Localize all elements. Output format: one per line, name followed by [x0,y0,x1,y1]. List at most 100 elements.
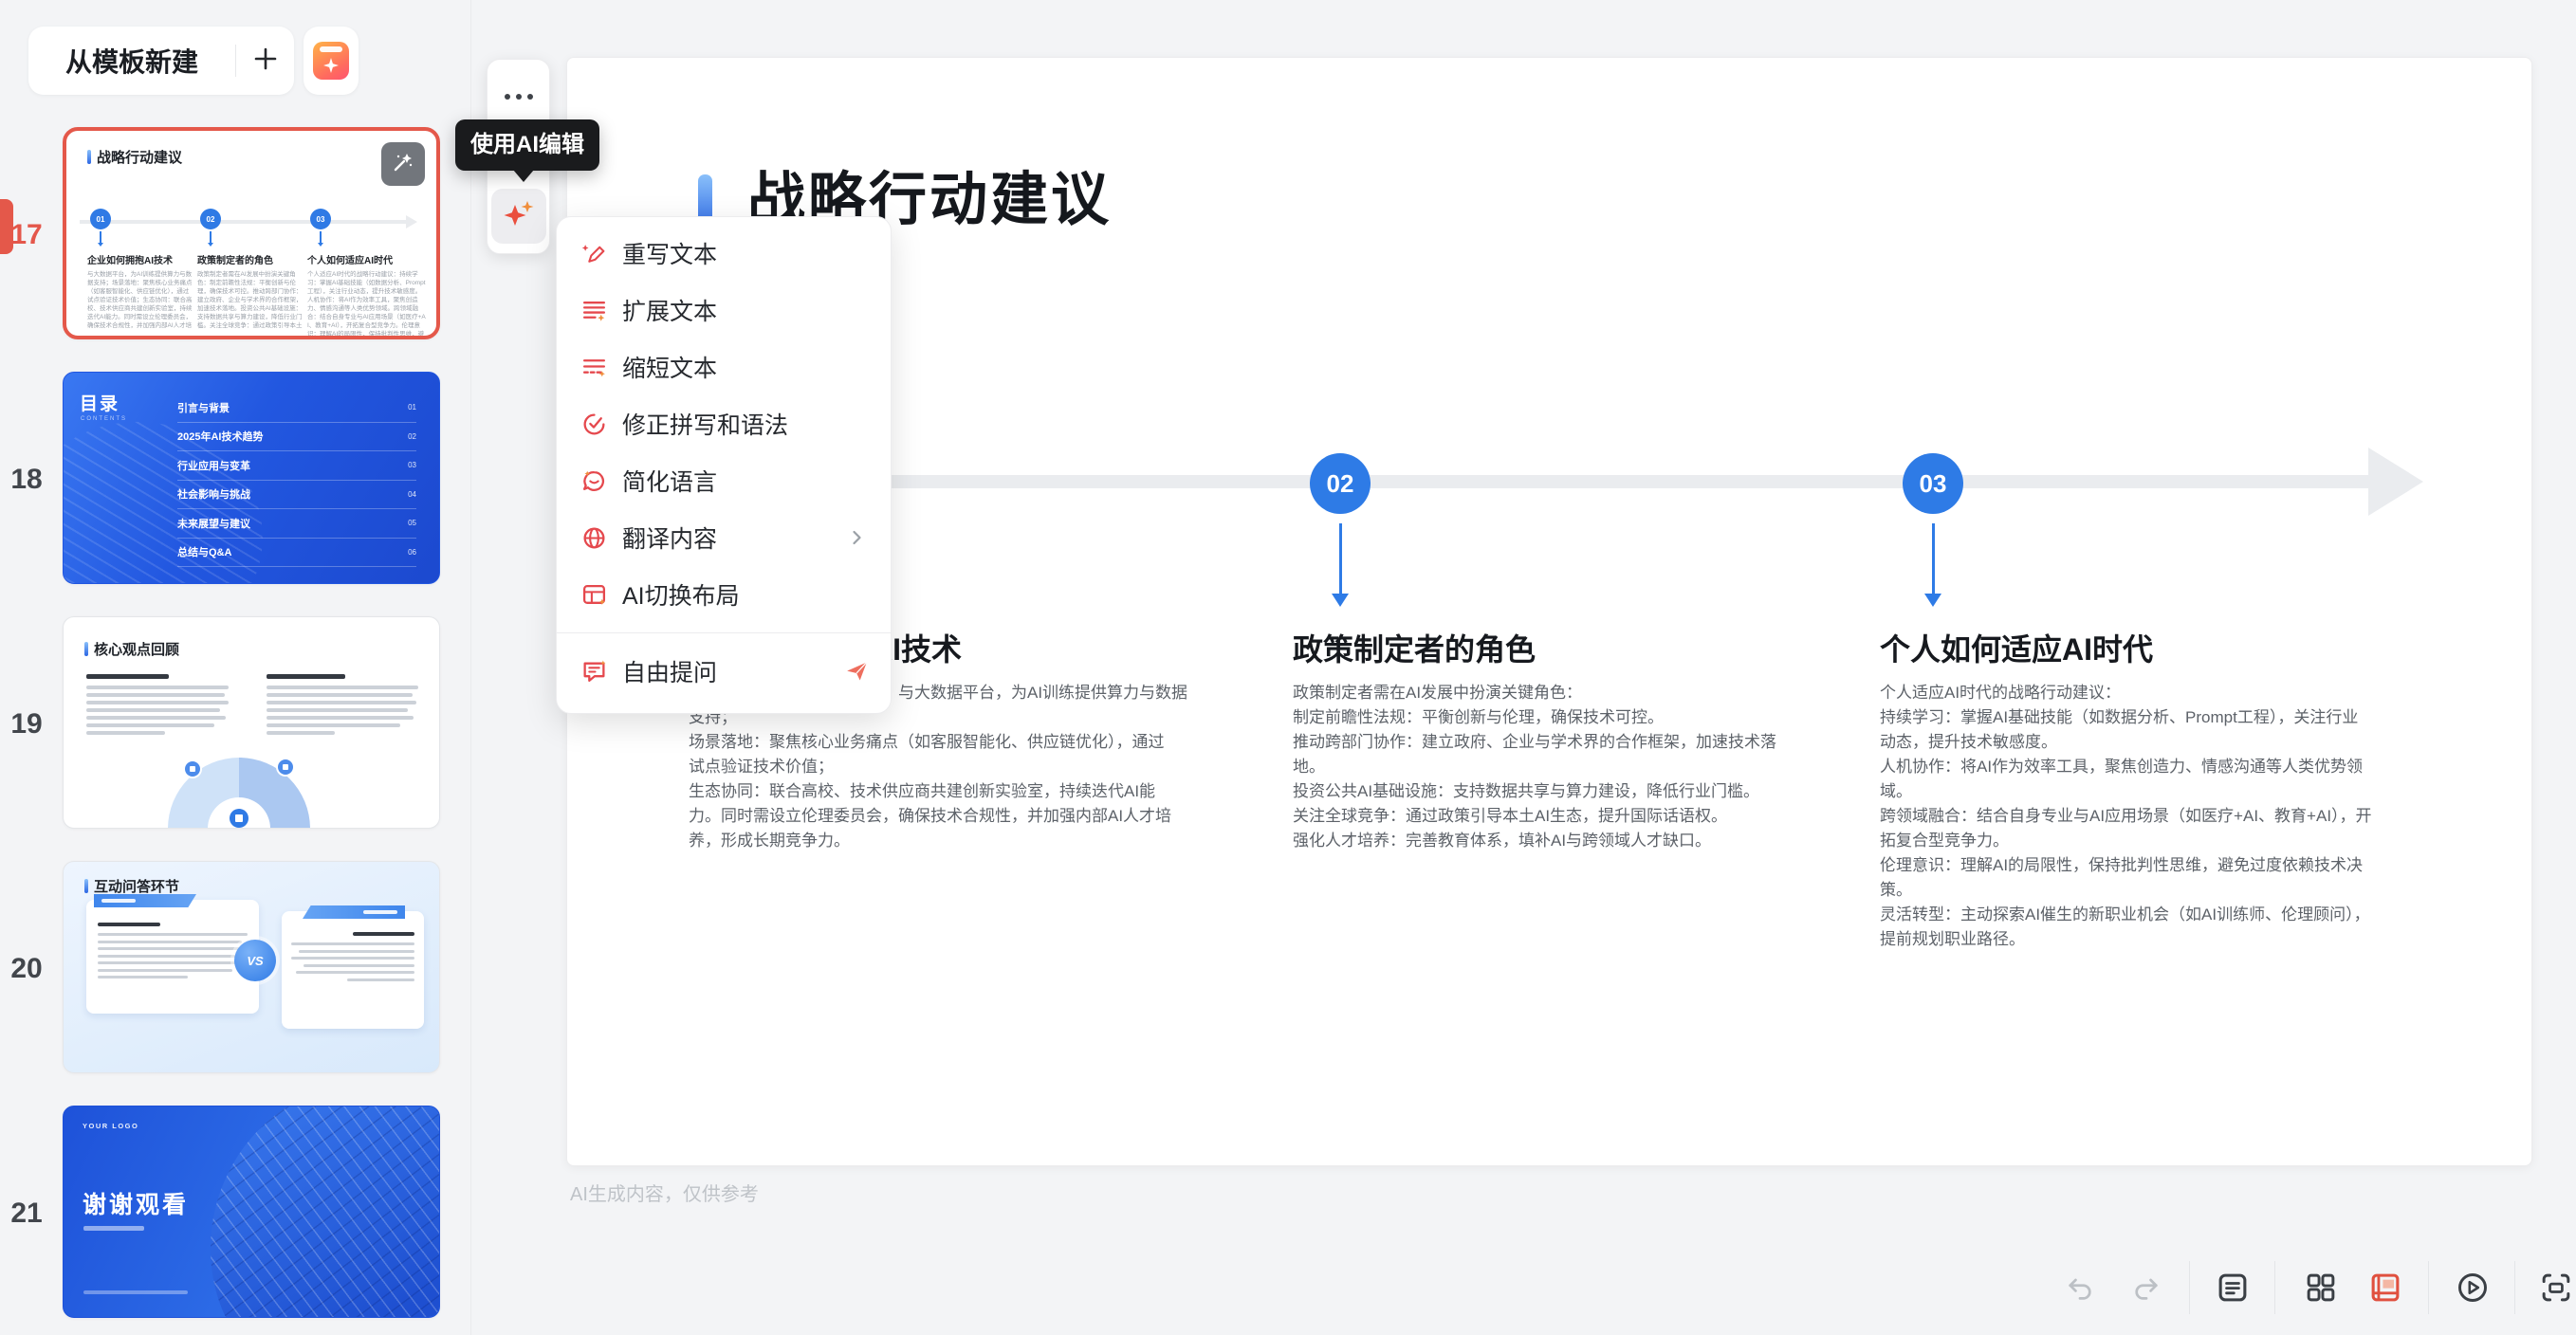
thumb-ai-edit-button[interactable] [381,142,425,186]
undo-button[interactable] [2063,1271,2097,1305]
magic-template-icon [313,42,349,80]
fullscreen-button[interactable] [2539,1271,2573,1305]
mini-title-bar [87,150,91,164]
chevron-right-icon [844,528,870,547]
column-body-2[interactable]: 政策制定者需在AI发展中扮演关键角色： 制定前瞻性法规：平衡创新与伦理，确保技术… [1293,681,1776,853]
ai-edit-tooltip: 使用AI编辑 [455,119,599,171]
undo-icon [2065,1272,2095,1303]
slide-thumbnail-18[interactable]: 目录 CONTENTS 引言与背景01 2025年AI技术趋势02 行业应用与变… [63,372,440,584]
down-arrow-head [1332,594,1349,607]
mini-tick-arrow [208,243,213,247]
reader-view-button[interactable] [2368,1271,2402,1305]
slide-number-19: 19 [2,708,51,741]
mini-text-block [86,674,229,739]
vs-badge: VS [234,940,276,981]
toc-subtitle: CONTENTS [81,416,127,422]
more-options-button[interactable] [491,69,546,124]
menu-item-free-ask[interactable]: 自由提问 [557,643,891,700]
menu-item-expand-text[interactable]: 扩展文本 [557,282,891,338]
mini-timeline [80,220,406,224]
mini-column-1: 企业如何拥抱AI技术 与大数据平台，为AI训练提供算力与数据支持；场景落地：聚焦… [87,252,193,330]
mini-step-dot: 03 [310,209,331,229]
menu-item-translate[interactable]: 翻译内容 [557,509,891,566]
menu-item-ai-layout[interactable]: AI切换布局 [557,566,891,623]
new-from-template-button[interactable]: 从模板新建 [28,42,235,80]
notes-icon [2216,1271,2250,1305]
mini-tick-arrow [318,243,323,247]
slide-number-21: 21 [2,1198,51,1230]
menu-item-fix-grammar[interactable]: 修正拼写和语法 [557,395,891,452]
mini-timeline-arrow [406,215,417,229]
translate-icon [581,525,607,551]
add-slide-button[interactable] [236,27,294,95]
grid-view-button[interactable] [2304,1271,2338,1305]
paper-plane-icon[interactable] [844,655,870,687]
mini-tick-arrow [98,243,103,247]
toc-item: 引言与背景01 [177,393,416,423]
grid-view-icon [2304,1271,2338,1305]
redo-icon [2131,1272,2162,1303]
mini-card-right [282,911,424,1029]
ai-layout-icon [581,582,607,608]
toc-item: 行业应用与变革03 [177,451,416,481]
ai-sparkle-icon [500,195,538,238]
mini-card-tag [94,894,196,907]
mini-logo: YOUR LOGO [83,1122,138,1130]
column-body-3[interactable]: 个人适应AI时代的战略行动建议： 持续学习：掌握AI基础技能（如数据分析、Pro… [1880,681,2372,952]
redo-button[interactable] [2129,1271,2163,1305]
mini-card-left [86,900,259,1014]
slide-thumbnail-21[interactable]: YOUR LOGO 谢谢观看 [63,1106,440,1318]
ai-template-button[interactable] [304,27,359,95]
slide-thumbnail-17[interactable]: 战略行动建议 01 02 03 企业如何拥抱AI技术 与大数据平台，为AI训练提… [63,127,440,339]
notes-button[interactable] [2216,1271,2250,1305]
toc-list: 引言与背景01 2025年AI技术趋势02 行业应用与变革03 社会影响与挑战0… [177,393,416,567]
mini-chart-center [230,809,248,828]
slide-number-20: 20 [2,953,51,985]
toolbar-divider [2428,1261,2429,1314]
mini-subtitle-bar [83,1226,144,1231]
sidebar-divider [470,0,471,1335]
reader-view-icon [2368,1271,2402,1305]
ai-edit-button[interactable] [491,189,546,244]
menu-item-simplify[interactable]: 简化语言 [557,452,891,509]
step-circle-02: 02 [1310,453,1371,514]
down-arrow-head [1924,594,1941,607]
menu-divider [557,632,891,633]
play-button[interactable] [2456,1271,2490,1305]
toolbar-divider [2274,1261,2275,1314]
magic-wand-icon [391,150,415,179]
mini-slide-title: 核心观点回顾 [94,639,179,659]
menu-item-rewrite[interactable]: 重写文本 [557,225,891,282]
step-circle-03: 03 [1903,453,1963,514]
mini-slide-title: 战略行动建议 [97,147,182,167]
mini-card-tag [303,905,405,919]
play-icon [2456,1271,2490,1305]
ai-generated-note: AI生成内容，仅供参考 [570,1179,759,1206]
mini-slide-title: 互动问答环节 [94,876,179,896]
fullscreen-icon [2539,1271,2573,1305]
mini-slide-title: 谢谢观看 [83,1186,189,1220]
menu-item-shorten-text[interactable]: 缩短文本 [557,338,891,395]
toolbar-divider [2514,1261,2515,1314]
down-arrow [1339,523,1342,594]
mini-column-2: 政策制定者的角色 政策制定者需在AI发展中扮演关键角色：制定前瞻性法规：平衡创新… [197,252,304,330]
mini-chart-node [278,759,293,775]
mini-title-bar [84,642,88,656]
mini-footer-bar [83,1290,188,1294]
ai-edit-menu: 重写文本 扩展文本 缩短文本 修正拼写和语法 简化语言 翻译内容 AI切换布局 [556,216,892,714]
slide-thumbnail-19[interactable]: 核心观点回顾 [63,616,440,829]
toc-title: 目录 [80,390,120,415]
column-heading-2[interactable]: 政策制定者的角色 [1293,626,1536,669]
building-image [175,1106,440,1318]
mini-tick [320,231,322,243]
toc-item: 2025年AI技术趋势02 [177,423,416,452]
ask-icon [581,659,607,685]
slide-thumbnail-20[interactable]: 互动问答环节 VS [63,861,440,1073]
expand-text-icon [581,298,607,323]
mini-chart-node [185,761,200,777]
plus-icon [249,43,282,80]
column-heading-3[interactable]: 个人如何适应AI时代 [1880,626,2153,669]
tooltip-arrow [513,170,534,182]
toc-item: 社会影响与挑战04 [177,481,416,510]
